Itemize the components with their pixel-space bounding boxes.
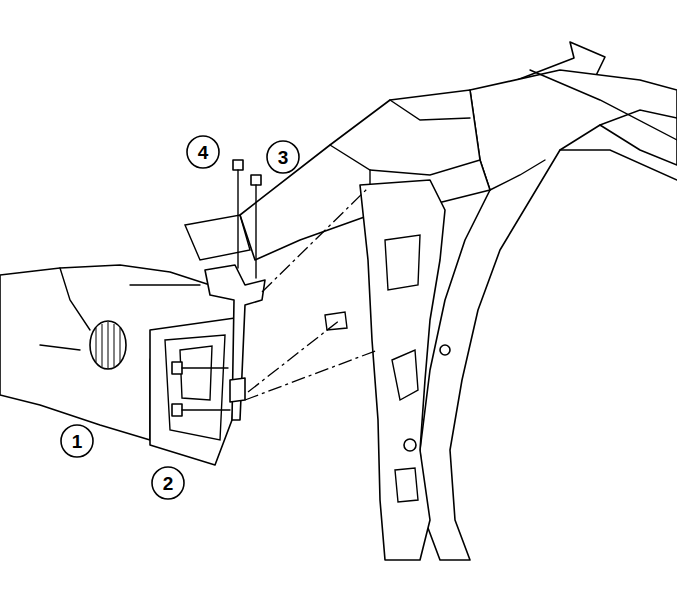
nut-plate <box>325 312 347 330</box>
cowl-panel <box>185 90 490 260</box>
callout-ring <box>152 467 184 499</box>
callout-circle: 3 <box>266 140 300 174</box>
callout-number: 4 <box>198 143 209 162</box>
callout-circle: 1 <box>60 424 94 458</box>
alignment-lines <box>245 188 378 400</box>
callout-ring <box>187 136 219 168</box>
callout-circle: 2 <box>151 466 185 500</box>
callout-number: 3 <box>278 148 289 167</box>
callout-number: 1 <box>72 432 83 451</box>
bolts <box>172 160 261 416</box>
hinge-pillar <box>325 180 450 560</box>
callout-number: 2 <box>163 474 174 493</box>
callout-ring <box>61 425 93 457</box>
instrument-panel <box>0 265 265 465</box>
callout-ring <box>267 141 299 173</box>
mounting-bracket <box>205 265 265 420</box>
callout-circle: 4 <box>186 135 220 169</box>
